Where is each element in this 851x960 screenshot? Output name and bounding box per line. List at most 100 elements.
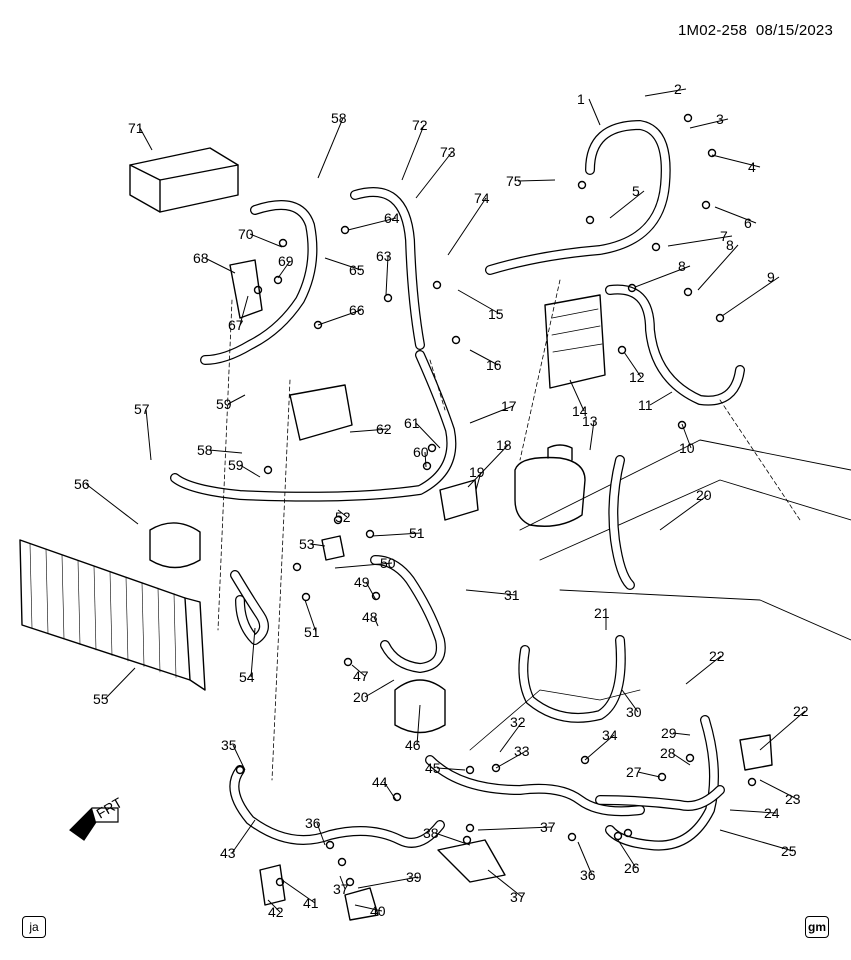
- callout-number: 45: [425, 760, 441, 776]
- fastener-clip: [333, 515, 343, 525]
- leader-line: [317, 309, 362, 326]
- leader-line: [239, 295, 249, 326]
- callout-number: 42: [268, 904, 284, 920]
- fastener-clip: [617, 345, 627, 355]
- callout-number: 58: [197, 442, 213, 458]
- leader-line: [588, 98, 601, 126]
- fastener-clip: [613, 831, 623, 841]
- leader-line: [385, 255, 389, 296]
- leader-line: [644, 88, 687, 97]
- leader-line: [249, 233, 283, 248]
- leader-line: [383, 781, 397, 801]
- callout-number: 2: [674, 81, 682, 97]
- leader-line: [232, 744, 246, 771]
- ref-line-b: [271, 379, 291, 781]
- coolant-valve-62: [289, 384, 353, 441]
- callout-number: 57: [134, 401, 150, 417]
- radiator-fin: [173, 593, 177, 678]
- callout-number: 11: [638, 397, 653, 413]
- callout-number: 3: [716, 111, 724, 127]
- leader-line: [671, 752, 691, 766]
- fastener-clip: [292, 562, 302, 572]
- callout-number: 37: [540, 819, 556, 835]
- ref-line-e: [719, 399, 801, 521]
- callout-number: 43: [220, 845, 236, 861]
- leader-line: [697, 244, 739, 291]
- callout-number: 61: [404, 415, 420, 431]
- reservoir-cap: [547, 444, 573, 461]
- leader-lines: [85, 88, 806, 913]
- fastener-clip: [462, 835, 472, 845]
- diagram-header: 1M02-258 08/15/2023: [678, 22, 833, 39]
- leader-line: [349, 428, 389, 433]
- leader-line: [371, 532, 422, 537]
- callout-number: 10: [679, 440, 695, 456]
- callout-number: 23: [785, 791, 801, 807]
- fastener-clip: [427, 443, 437, 453]
- fastener-clip: [707, 148, 717, 158]
- callout-number: 40: [370, 903, 386, 919]
- fastener-clip: [585, 215, 595, 225]
- leader-line: [759, 779, 798, 800]
- callout-number: 44: [372, 774, 388, 790]
- callout-number: 72: [412, 117, 428, 133]
- body-frame-edge-2: [539, 479, 851, 561]
- leader-line: [589, 420, 595, 451]
- leader-line: [609, 190, 645, 219]
- callout-number: 30: [626, 704, 642, 720]
- hose-38-inner: [426, 756, 644, 815]
- fastener-clip: [365, 529, 375, 539]
- callout-number: 71: [128, 120, 144, 136]
- leader-line: [334, 562, 393, 569]
- callout-number: 52: [335, 509, 351, 525]
- hose-26-inner: [606, 716, 718, 850]
- callout-number: 29: [661, 725, 677, 741]
- fastener-clip: [577, 180, 587, 190]
- fastener-clip: [337, 857, 347, 867]
- hose-74-inner: [351, 188, 424, 349]
- callout-number: 68: [193, 250, 209, 266]
- fastener-clip: [683, 287, 693, 297]
- leader-line: [364, 679, 395, 698]
- leader-line: [569, 379, 585, 412]
- callout-number: 65: [349, 262, 365, 278]
- leader-line: [310, 543, 326, 547]
- inverter-module: [129, 147, 239, 213]
- bracket-42: [259, 864, 286, 906]
- callout-number: 75: [506, 173, 522, 189]
- fastener-clip: [275, 877, 285, 887]
- callout-number: 16: [486, 357, 502, 373]
- hose-44-inner: [230, 766, 444, 847]
- callout-number: 9: [767, 269, 775, 285]
- bracket-54: [321, 535, 345, 561]
- callout-number: 37: [333, 881, 349, 897]
- leader-line: [250, 627, 256, 678]
- leader-line: [672, 732, 691, 736]
- leader-line: [357, 876, 419, 889]
- leader-line: [685, 655, 722, 685]
- callout-number: 20: [353, 689, 369, 705]
- fastener-clip: [683, 113, 693, 123]
- fastener-clip: [263, 465, 273, 475]
- leader-line: [584, 734, 615, 761]
- callout-number: 36: [580, 867, 596, 883]
- leader-line: [487, 869, 523, 898]
- leader-line: [204, 257, 236, 274]
- leader-line: [339, 875, 346, 890]
- callout-number: 38: [423, 825, 439, 841]
- leader-line: [324, 257, 362, 271]
- body-floor-edge: [559, 589, 851, 641]
- callout-number: 63: [376, 248, 392, 264]
- fastener-clip: [627, 283, 637, 293]
- ja-badge: ja: [22, 916, 46, 938]
- callout-number: 39: [406, 869, 422, 885]
- leader-line: [517, 179, 556, 182]
- callout-number: 50: [380, 555, 396, 571]
- ref-line-d: [519, 279, 561, 461]
- inverter-top-edge: [129, 164, 239, 181]
- leader-line: [415, 151, 453, 199]
- radiator-fin: [61, 554, 65, 640]
- callout-number: 56: [74, 476, 90, 492]
- leader-line: [415, 422, 441, 449]
- leader-line: [351, 664, 366, 677]
